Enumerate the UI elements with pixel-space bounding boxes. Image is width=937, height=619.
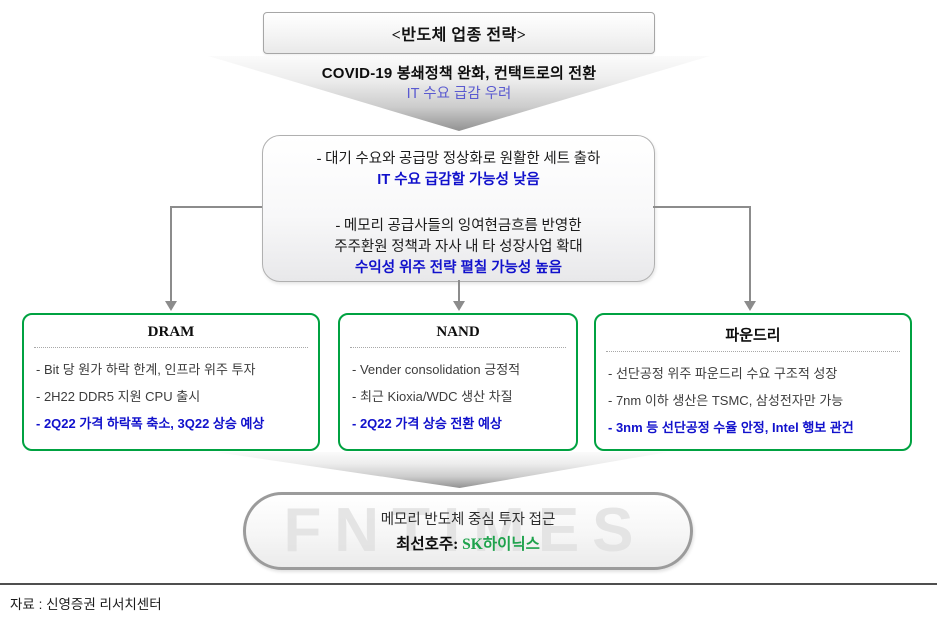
assessment-bullet-1: - 대기 수요와 공급망 정상화로 원활한 세트 출하: [316, 151, 601, 167]
dotted-divider: [606, 351, 900, 352]
title-box: <반도체 업종 전략>: [263, 12, 655, 54]
top-pick-value: SK하이닉스: [462, 536, 540, 553]
segment-box-foundry: 파운드리 - 선단공정 위주 파운드리 수요 구조적 성장 - 7nm 이하 생…: [594, 313, 912, 451]
down-arrow-bottom-icon: [215, 452, 668, 488]
connector-center-vertical: [458, 280, 460, 301]
nand-highlight: - 2Q22 가격 상승 전환 예상: [352, 416, 502, 431]
foundry-bullet-2: - 7nm 이하 생산은 TSMC, 삼성전자만 가능: [608, 393, 844, 408]
top-pick-label: 최선호주:: [396, 536, 459, 553]
dram-bullet-2: - 2H22 DDR5 지원 CPU 출시: [36, 389, 201, 404]
source-note: 자료 : 신영증권 리서치센터: [10, 597, 162, 612]
connector-right-horizontal: [653, 206, 751, 208]
assessment-highlight-2: 수익성 위주 전략 펼칠 가능성 높음: [355, 260, 562, 276]
nand-bullet-1: - Vender consolidation 긍정적: [352, 362, 521, 377]
dotted-divider: [34, 347, 308, 348]
connector-left-vertical: [170, 206, 172, 301]
trigger-text: COVID-19 봉쇄정책 완화, 컨택트로의 전환: [321, 65, 597, 82]
dotted-divider: [350, 347, 566, 348]
footer-divider: [0, 583, 937, 585]
foundry-bullet-1: - 선단공정 위주 파운드리 수요 구조적 성장: [608, 366, 838, 381]
connector-left-horizontal: [170, 206, 262, 208]
arrowhead-left-icon: [165, 301, 177, 311]
segment-title-foundry: 파운드리: [725, 328, 781, 344]
segment-box-dram: DRAM - Bit 당 원가 하락 한계, 인프라 위주 투자 - 2H22 …: [22, 313, 320, 451]
arrowhead-center-icon: [453, 301, 465, 311]
foundry-highlight: - 3nm 등 선단공정 수율 안정, Intel 행보 관건: [608, 420, 854, 435]
dram-highlight: - 2Q22 가격 하락폭 축소, 3Q22 상승 예상: [36, 416, 265, 431]
trigger-concern-text: IT 수요 급감 우려: [406, 86, 512, 102]
assessment-bullet-2-line-2: 주주환원 정책과 자사 내 타 성장사업 확대: [334, 239, 583, 255]
assessment-box: - 대기 수요와 공급망 정상화로 원활한 세트 출하 IT 수요 급감할 가능…: [262, 135, 655, 282]
assessment-highlight-1: IT 수요 급감할 가능성 낮음: [377, 172, 540, 188]
segment-box-nand: NAND - Vender consolidation 긍정적 - 최근 Kio…: [338, 313, 578, 451]
conclusion-approach: 메모리 반도체 중심 투자 접근: [380, 512, 556, 528]
dram-bullet-1: - Bit 당 원가 하락 한계, 인프라 위주 투자: [36, 362, 256, 377]
page-title: <반도체 업종 전략>: [391, 27, 527, 44]
segment-title-dram: DRAM: [147, 324, 195, 340]
connector-right-vertical: [749, 206, 751, 301]
conclusion-text: 메모리 반도체 중심 투자 접근 최선호주: SK하이닉스: [243, 492, 693, 570]
conclusion-pill: [243, 492, 693, 570]
conclusion-top-pick: 최선호주: SK하이닉스: [396, 532, 540, 554]
arrowhead-right-icon: [744, 301, 756, 311]
segment-title-nand: NAND: [436, 324, 480, 340]
assessment-bullet-2-line-1: - 메모리 공급사들의 잉여현금흐름 반영한: [335, 218, 582, 234]
nand-bullet-2: - 최근 Kioxia/WDC 생산 차질: [352, 389, 513, 404]
